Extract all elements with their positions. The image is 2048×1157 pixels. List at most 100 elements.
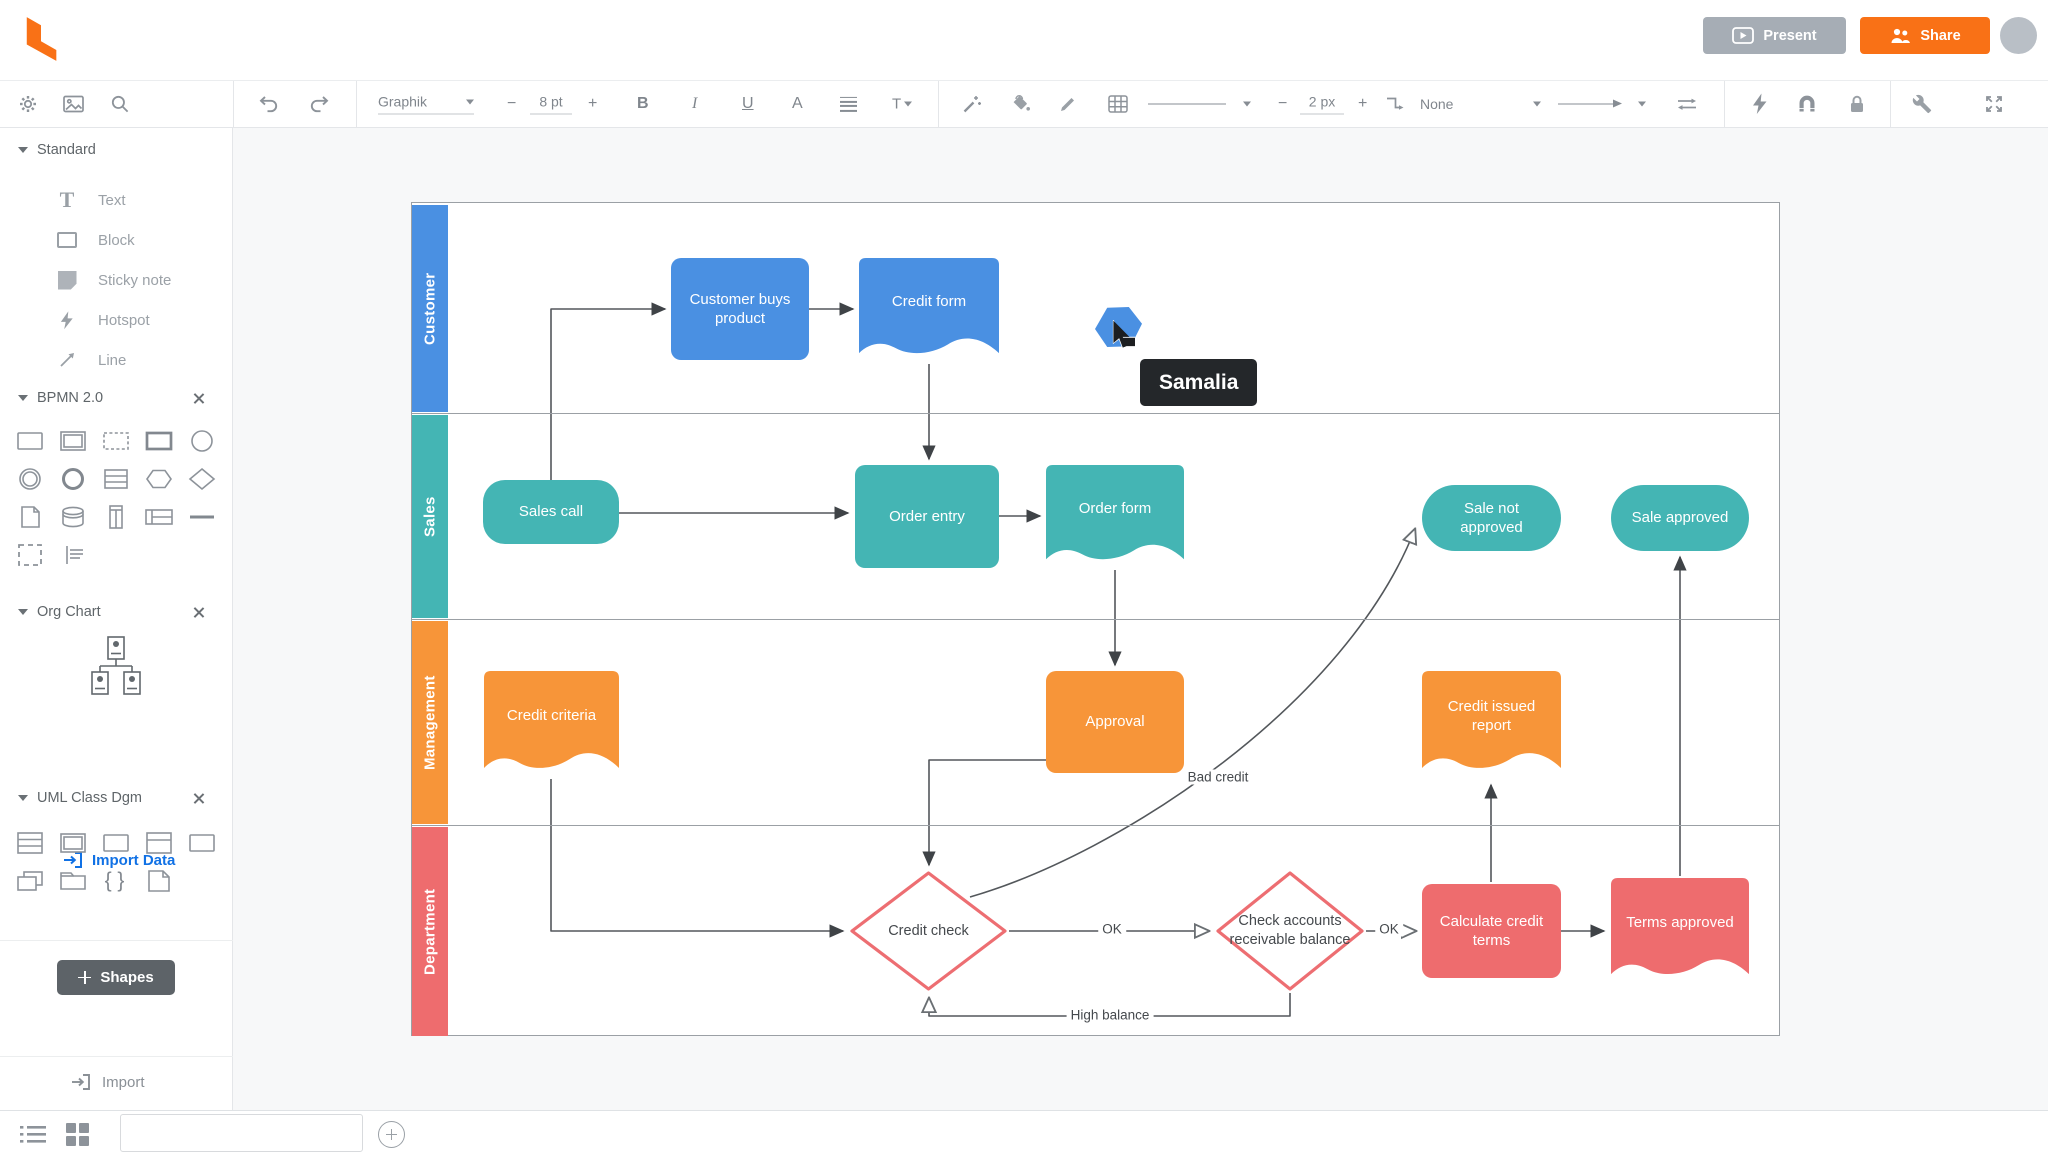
- node-check-accounts-receivable-balance[interactable]: Check accounts receivable balance: [1216, 871, 1364, 991]
- node-credit-criteria[interactable]: Credit criteria: [484, 671, 619, 777]
- magnet-icon[interactable]: [1797, 94, 1817, 114]
- close-icon[interactable]: [192, 792, 205, 805]
- font-size-field[interactable]: 8 pt: [530, 94, 572, 115]
- lucidchart-logo[interactable]: [22, 16, 60, 62]
- class-3-shape[interactable]: [8, 824, 51, 862]
- section-bpmn[interactable]: BPMN 2.0: [0, 390, 233, 406]
- note-shape[interactable]: [137, 862, 180, 900]
- rect-lines-shape[interactable]: [94, 460, 137, 498]
- share-button[interactable]: Share: [1860, 17, 1990, 54]
- magic-wand-icon[interactable]: [962, 94, 982, 114]
- line-width-increase-button[interactable]: +: [1358, 95, 1368, 112]
- edge[interactable]: [550, 779, 845, 938]
- text-align-icon[interactable]: [840, 94, 857, 114]
- sidebar-item-sticky-note[interactable]: Sticky note: [0, 260, 233, 300]
- present-button[interactable]: Present: [1703, 17, 1846, 54]
- edge[interactable]: [969, 529, 1415, 898]
- hotspot-lightning-icon[interactable]: [1752, 93, 1768, 115]
- node-customer-buys-product[interactable]: Customer buys product: [671, 258, 809, 360]
- arrow-style-select[interactable]: [1558, 99, 1622, 108]
- edge[interactable]: [550, 302, 667, 480]
- sidebar-item-block[interactable]: Block: [0, 220, 233, 260]
- section-org-chart[interactable]: Org Chart: [0, 604, 233, 620]
- dashed-square-shape[interactable]: [8, 536, 51, 574]
- document-shape[interactable]: [8, 498, 51, 536]
- wrench-icon[interactable]: [1912, 94, 1932, 114]
- more-shapes-button[interactable]: Shapes: [57, 960, 175, 995]
- edge[interactable]: [922, 759, 1046, 867]
- chevron-down-icon[interactable]: [1243, 101, 1251, 107]
- font-color-button[interactable]: A: [792, 95, 803, 112]
- elbow-connector-icon[interactable]: [1385, 96, 1405, 113]
- rect-shape[interactable]: [8, 422, 51, 460]
- rect-overlap-shape[interactable]: [8, 862, 51, 900]
- table-icon[interactable]: [1108, 95, 1128, 113]
- add-page-button[interactable]: [378, 1121, 405, 1148]
- line-hops-select[interactable]: None: [1420, 96, 1453, 112]
- text-style-button[interactable]: T: [892, 96, 913, 113]
- line-thick-shape[interactable]: [180, 498, 223, 536]
- bold-button[interactable]: B: [637, 95, 649, 112]
- search-icon[interactable]: [110, 94, 130, 114]
- node-sale-approved[interactable]: Sale approved: [1611, 485, 1749, 551]
- circle-shape[interactable]: [180, 422, 223, 460]
- sidebar-item-line[interactable]: Line: [0, 340, 233, 380]
- node-sale-not-approved[interactable]: Sale not approved: [1422, 485, 1561, 551]
- redo-icon[interactable]: [308, 95, 330, 114]
- node-approval[interactable]: Approval: [1046, 671, 1184, 773]
- circle-double-shape[interactable]: [8, 460, 51, 498]
- line-style-select[interactable]: [1148, 103, 1226, 105]
- font-size-decrease-button[interactable]: −: [507, 95, 517, 112]
- section-standard[interactable]: Standard: [0, 142, 233, 158]
- braces-shape[interactable]: { }: [104, 869, 127, 892]
- close-icon[interactable]: [192, 606, 205, 619]
- diamond-shape[interactable]: [180, 460, 223, 498]
- rect-dashed-shape[interactable]: [94, 422, 137, 460]
- lane-header-sales[interactable]: Sales: [412, 414, 448, 618]
- import-data-link[interactable]: Import Data: [62, 850, 175, 870]
- pool-horizontal-shape[interactable]: [137, 498, 180, 536]
- node-credit-check[interactable]: Credit check: [850, 871, 1007, 991]
- italic-button[interactable]: I: [692, 95, 698, 112]
- sidebar-item-hotspot[interactable]: Hotspot: [0, 300, 233, 340]
- rect-double-shape[interactable]: [51, 824, 94, 862]
- page-grid-icon[interactable]: [66, 1123, 90, 1151]
- annotation-shape[interactable]: [51, 536, 94, 574]
- lane-header-management[interactable]: Management: [412, 620, 448, 824]
- line-width-field[interactable]: 2 px: [1300, 94, 1344, 115]
- close-icon[interactable]: [192, 392, 205, 405]
- lane-header-department[interactable]: Department: [412, 826, 448, 1036]
- node-terms-approved[interactable]: Terms approved: [1611, 878, 1749, 983]
- class-2-shape[interactable]: [137, 824, 180, 862]
- insert-image-icon[interactable]: [63, 95, 84, 113]
- tab-name-input[interactable]: [120, 1114, 363, 1152]
- page-list-icon[interactable]: [20, 1125, 46, 1149]
- swap-arrows-icon[interactable]: [1676, 96, 1698, 112]
- node-order-entry[interactable]: Order entry: [855, 465, 999, 568]
- node-credit-issued-report[interactable]: Credit issued report: [1422, 671, 1561, 777]
- pool-vertical-shape[interactable]: [94, 498, 137, 536]
- rect-bold-shape[interactable]: [137, 422, 180, 460]
- node-credit-form[interactable]: Credit form: [859, 258, 999, 362]
- font-family-select[interactable]: Graphik: [378, 94, 474, 115]
- rect-shape[interactable]: [180, 824, 223, 862]
- folder-shape[interactable]: [51, 862, 94, 900]
- org-chart-shape[interactable]: [84, 636, 148, 703]
- node-calculate-credit-terms[interactable]: Calculate credit terms: [1422, 884, 1561, 978]
- underline-button[interactable]: U: [742, 95, 754, 112]
- cylinder-shape[interactable]: [51, 498, 94, 536]
- undo-icon[interactable]: [258, 95, 280, 114]
- fullscreen-icon[interactable]: [1984, 94, 2004, 114]
- shape-manager-icon[interactable]: [18, 94, 38, 114]
- node-sales-call[interactable]: Sales call: [483, 480, 619, 544]
- circle-bold-shape[interactable]: [51, 460, 94, 498]
- rect-double-shape[interactable]: [51, 422, 94, 460]
- chevron-down-icon[interactable]: [1638, 101, 1646, 107]
- hexagon-shape[interactable]: [137, 460, 180, 498]
- node-order-form[interactable]: Order form: [1046, 465, 1184, 568]
- rect-shape[interactable]: [94, 824, 137, 862]
- section-uml[interactable]: UML Class Dgm: [0, 790, 233, 806]
